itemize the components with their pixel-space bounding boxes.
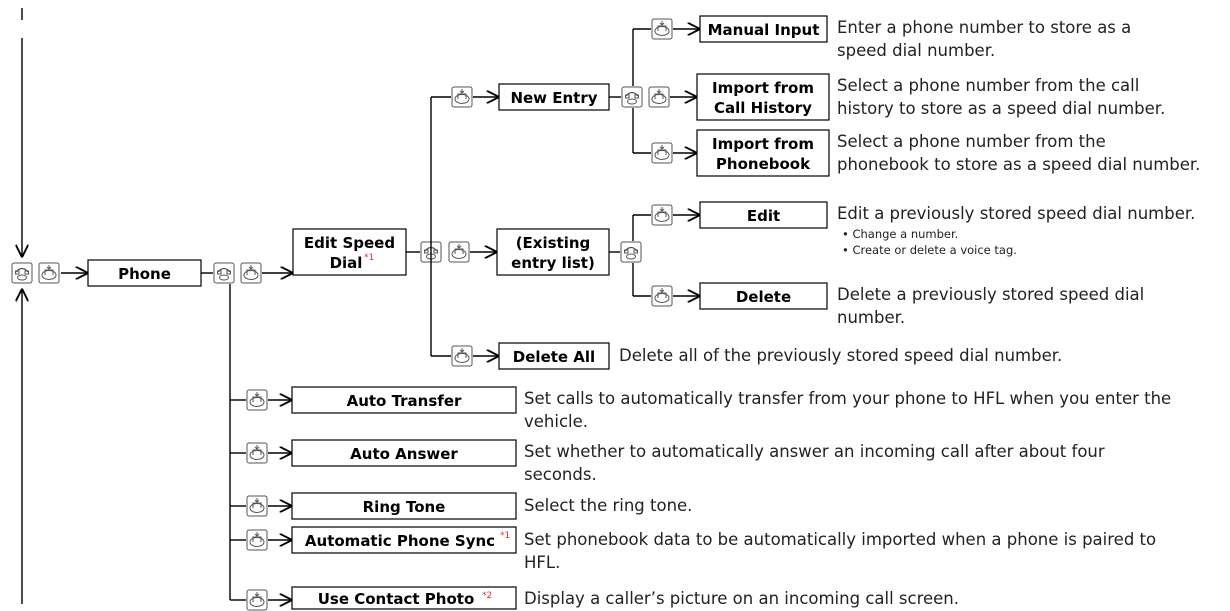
- talk-button-icon: [620, 241, 642, 263]
- node-import-phonebook[interactable]: Import from Phonebook: [696, 129, 830, 177]
- interface-dial-icon: [246, 529, 268, 551]
- node-delete-label: Delete: [736, 288, 791, 306]
- node-ring-tone[interactable]: Ring Tone: [291, 492, 517, 520]
- interface-dial-icon: [651, 285, 673, 307]
- desc-automatic-phone-sync: Set phonebook data to be automatically i…: [524, 530, 1157, 572]
- footnote-marker: *1: [364, 253, 374, 263]
- node-auto-transfer-label: Auto Transfer: [347, 392, 462, 410]
- node-delete-all-label: Delete All: [513, 348, 595, 366]
- node-use-contact-photo-label: Use Contact Photo: [318, 590, 475, 608]
- interface-dial-icon: [451, 345, 473, 367]
- node-use-contact-photo[interactable]: Use Contact Photo *2: [291, 586, 517, 610]
- node-automatic-phone-sync-label: Automatic Phone Sync: [305, 532, 495, 550]
- node-ring-tone-label: Ring Tone: [363, 498, 446, 516]
- node-auto-answer[interactable]: Auto Answer: [291, 439, 517, 467]
- talk-button-icon: [11, 262, 33, 284]
- node-phone-label: Phone: [118, 265, 171, 283]
- node-import-phonebook-label-2: Phonebook: [716, 155, 811, 173]
- node-existing-entry-list-label-1: (Existing: [516, 234, 591, 252]
- desc-manual-input: Enter a phone number to store as a speed…: [837, 18, 1132, 60]
- interface-dial-icon: [246, 495, 268, 517]
- interface-dial-icon: [246, 442, 268, 464]
- node-new-entry-label: New Entry: [510, 89, 597, 107]
- node-edit-speed-dial[interactable]: Edit Speed Dial *1: [292, 228, 407, 276]
- interface-dial-icon: [38, 262, 60, 284]
- interface-dial-icon: [448, 241, 470, 263]
- node-existing-entry-list-label-2: entry list): [511, 254, 595, 272]
- desc-delete: Delete a previously stored speed dial nu…: [837, 285, 1145, 327]
- node-phone[interactable]: Phone: [87, 259, 202, 287]
- desc-use-contact-photo: Display a caller’s picture on an incomin…: [524, 589, 960, 608]
- desc-auto-transfer: Set calls to automatically transfer from…: [524, 389, 1172, 431]
- node-auto-transfer[interactable]: Auto Transfer: [291, 386, 517, 414]
- node-import-phonebook-label-1: Import from: [712, 135, 814, 153]
- interface-dial-icon: [651, 142, 673, 164]
- node-edit[interactable]: Edit: [699, 201, 828, 229]
- node-automatic-phone-sync[interactable]: Automatic Phone Sync *1: [291, 526, 517, 554]
- interface-dial-icon: [651, 18, 673, 40]
- interface-dial-icon: [240, 262, 262, 284]
- node-auto-answer-label: Auto Answer: [350, 445, 458, 463]
- talk-button-icon: [621, 86, 643, 108]
- desc-auto-answer: Set whether to automatically answer an i…: [524, 442, 1105, 484]
- node-edit-speed-dial-label-2: Dial: [330, 254, 363, 272]
- desc-import-call-history: Select a phone number from the call hist…: [837, 76, 1166, 118]
- interface-dial-icon: [651, 204, 673, 226]
- interface-dial-icon: [246, 589, 268, 611]
- desc-edit-bullet-2: • Create or delete a voice tag.: [842, 243, 1017, 257]
- footnote-marker: *1: [500, 531, 510, 541]
- node-existing-entry-list[interactable]: (Existing entry list): [496, 228, 610, 276]
- node-edit-speed-dial-label-1: Edit Speed: [304, 234, 395, 252]
- node-manual-input[interactable]: Manual Input: [699, 15, 828, 43]
- interface-dial-icon: [451, 86, 473, 108]
- node-import-call-history[interactable]: Import from Call History: [696, 73, 830, 121]
- talk-button-icon: [213, 262, 235, 284]
- footnote-marker: *2: [482, 591, 492, 601]
- node-edit-label: Edit: [747, 207, 780, 225]
- desc-ring-tone: Select the ring tone.: [524, 496, 693, 515]
- node-new-entry[interactable]: New Entry: [498, 83, 610, 111]
- interface-dial-icon: [246, 389, 268, 411]
- node-manual-input-label: Manual Input: [708, 21, 820, 39]
- node-delete[interactable]: Delete: [699, 282, 828, 310]
- node-import-call-history-label-2: Call History: [714, 99, 812, 117]
- desc-edit-bullet-1: • Change a number.: [842, 227, 959, 241]
- node-delete-all[interactable]: Delete All: [498, 342, 610, 370]
- desc-edit: Edit a previously stored speed dial numb…: [837, 204, 1196, 223]
- desc-delete-all: Delete all of the previously stored spee…: [619, 346, 1063, 365]
- desc-import-phonebook: Select a phone number from the phonebook…: [837, 132, 1201, 174]
- node-import-call-history-label-1: Import from: [712, 79, 814, 97]
- interface-dial-icon: [648, 86, 670, 108]
